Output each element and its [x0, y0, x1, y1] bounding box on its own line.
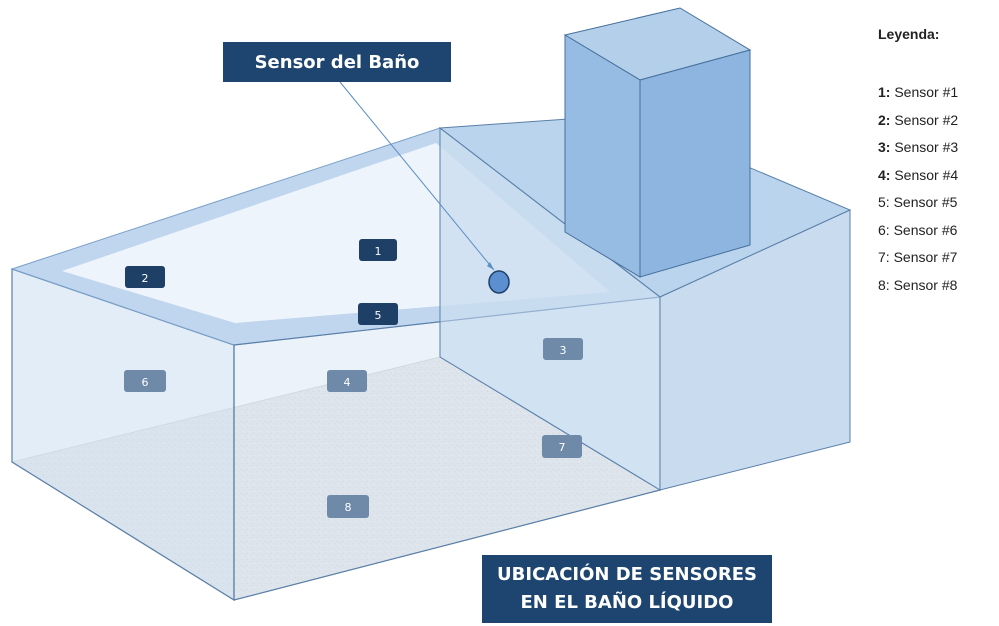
- legend-item-3-label: Sensor #3: [894, 139, 959, 155]
- diagram-title-box: UBICACIÓN DE SENSORES EN EL BAÑO LÍQUIDO: [482, 555, 772, 623]
- legend-item-4-num: 4:: [878, 166, 891, 183]
- legend-item-2-num: 2:: [878, 111, 891, 128]
- legend-item-7-label: Sensor #7: [893, 249, 958, 265]
- diagram-title-line-1: UBICACIÓN DE SENSORES: [497, 564, 757, 585]
- sensor-marker-8-label: 8: [345, 501, 352, 514]
- legend-item-5: 5: Sensor #5: [878, 194, 999, 222]
- bath-sensor-callout-label: Sensor del Baño: [254, 51, 420, 73]
- legend-item-8-num: 8:: [878, 276, 890, 293]
- bath-sensor-marker: [488, 270, 510, 294]
- legend-item-4: 4: Sensor #4: [878, 167, 999, 195]
- callout-arrowhead: [487, 262, 494, 270]
- bath-sensor-callout: Sensor del Baño: [223, 42, 451, 82]
- sensor-marker-2-label: 2: [142, 272, 149, 285]
- legend-item-5-num: 5:: [878, 194, 890, 210]
- legend-item-6: 6: Sensor #6: [878, 222, 999, 250]
- legend-item-5-label: Sensor #5: [893, 194, 958, 210]
- sensor-marker-1: 1: [359, 239, 397, 261]
- sensor-marker-5: 5: [358, 303, 398, 325]
- cube-right: [639, 49, 751, 278]
- sensor-marker-3: 3: [543, 338, 583, 360]
- legend-item-2: 2: Sensor #2: [878, 112, 999, 140]
- legend-item-6-num: 6:: [878, 221, 890, 238]
- sensor-marker-8: 8: [327, 495, 369, 518]
- legend-item-1-num: 1:: [878, 84, 891, 100]
- sensor-marker-2: 2: [125, 266, 165, 288]
- legend-item-7: 7: Sensor #7: [878, 249, 999, 277]
- legend-item-3: 3: Sensor #3: [878, 139, 999, 167]
- legend-title: Leyenda:: [878, 26, 940, 42]
- diagram-title-line-2: EN EL BAÑO LÍQUIDO: [520, 592, 734, 613]
- sensor-marker-6: 6: [124, 370, 166, 392]
- legend-item-8-label: Sensor #8: [893, 276, 958, 293]
- sensor-marker-4: 4: [327, 370, 367, 392]
- legend-item-2-label: Sensor #2: [894, 111, 959, 128]
- legend-item-1: 1: Sensor #1: [878, 84, 999, 112]
- legend-item-4-label: Sensor #4: [894, 166, 959, 183]
- sensor-marker-4-label: 4: [344, 376, 351, 389]
- legend-item-3-num: 3:: [878, 139, 891, 155]
- sensor-marker-3-label: 3: [560, 344, 567, 357]
- legend-item-1-label: Sensor #1: [894, 84, 959, 100]
- sensor-marker-5-label: 5: [375, 309, 382, 322]
- legend: Leyenda: 1: Sensor #1 2: Sensor #2 3: Se…: [878, 26, 999, 304]
- callout-arrow: [339, 81, 495, 271]
- sensor-marker-7-label: 7: [559, 441, 566, 454]
- legend-item-6-label: Sensor #6: [893, 221, 958, 238]
- sensor-marker-7: 7: [542, 435, 582, 458]
- sensor-marker-1-label: 1: [375, 245, 382, 258]
- legend-item-8: 8: Sensor #8: [878, 277, 999, 305]
- legend-item-7-num: 7:: [878, 249, 890, 265]
- sensor-marker-6-label: 6: [142, 376, 149, 389]
